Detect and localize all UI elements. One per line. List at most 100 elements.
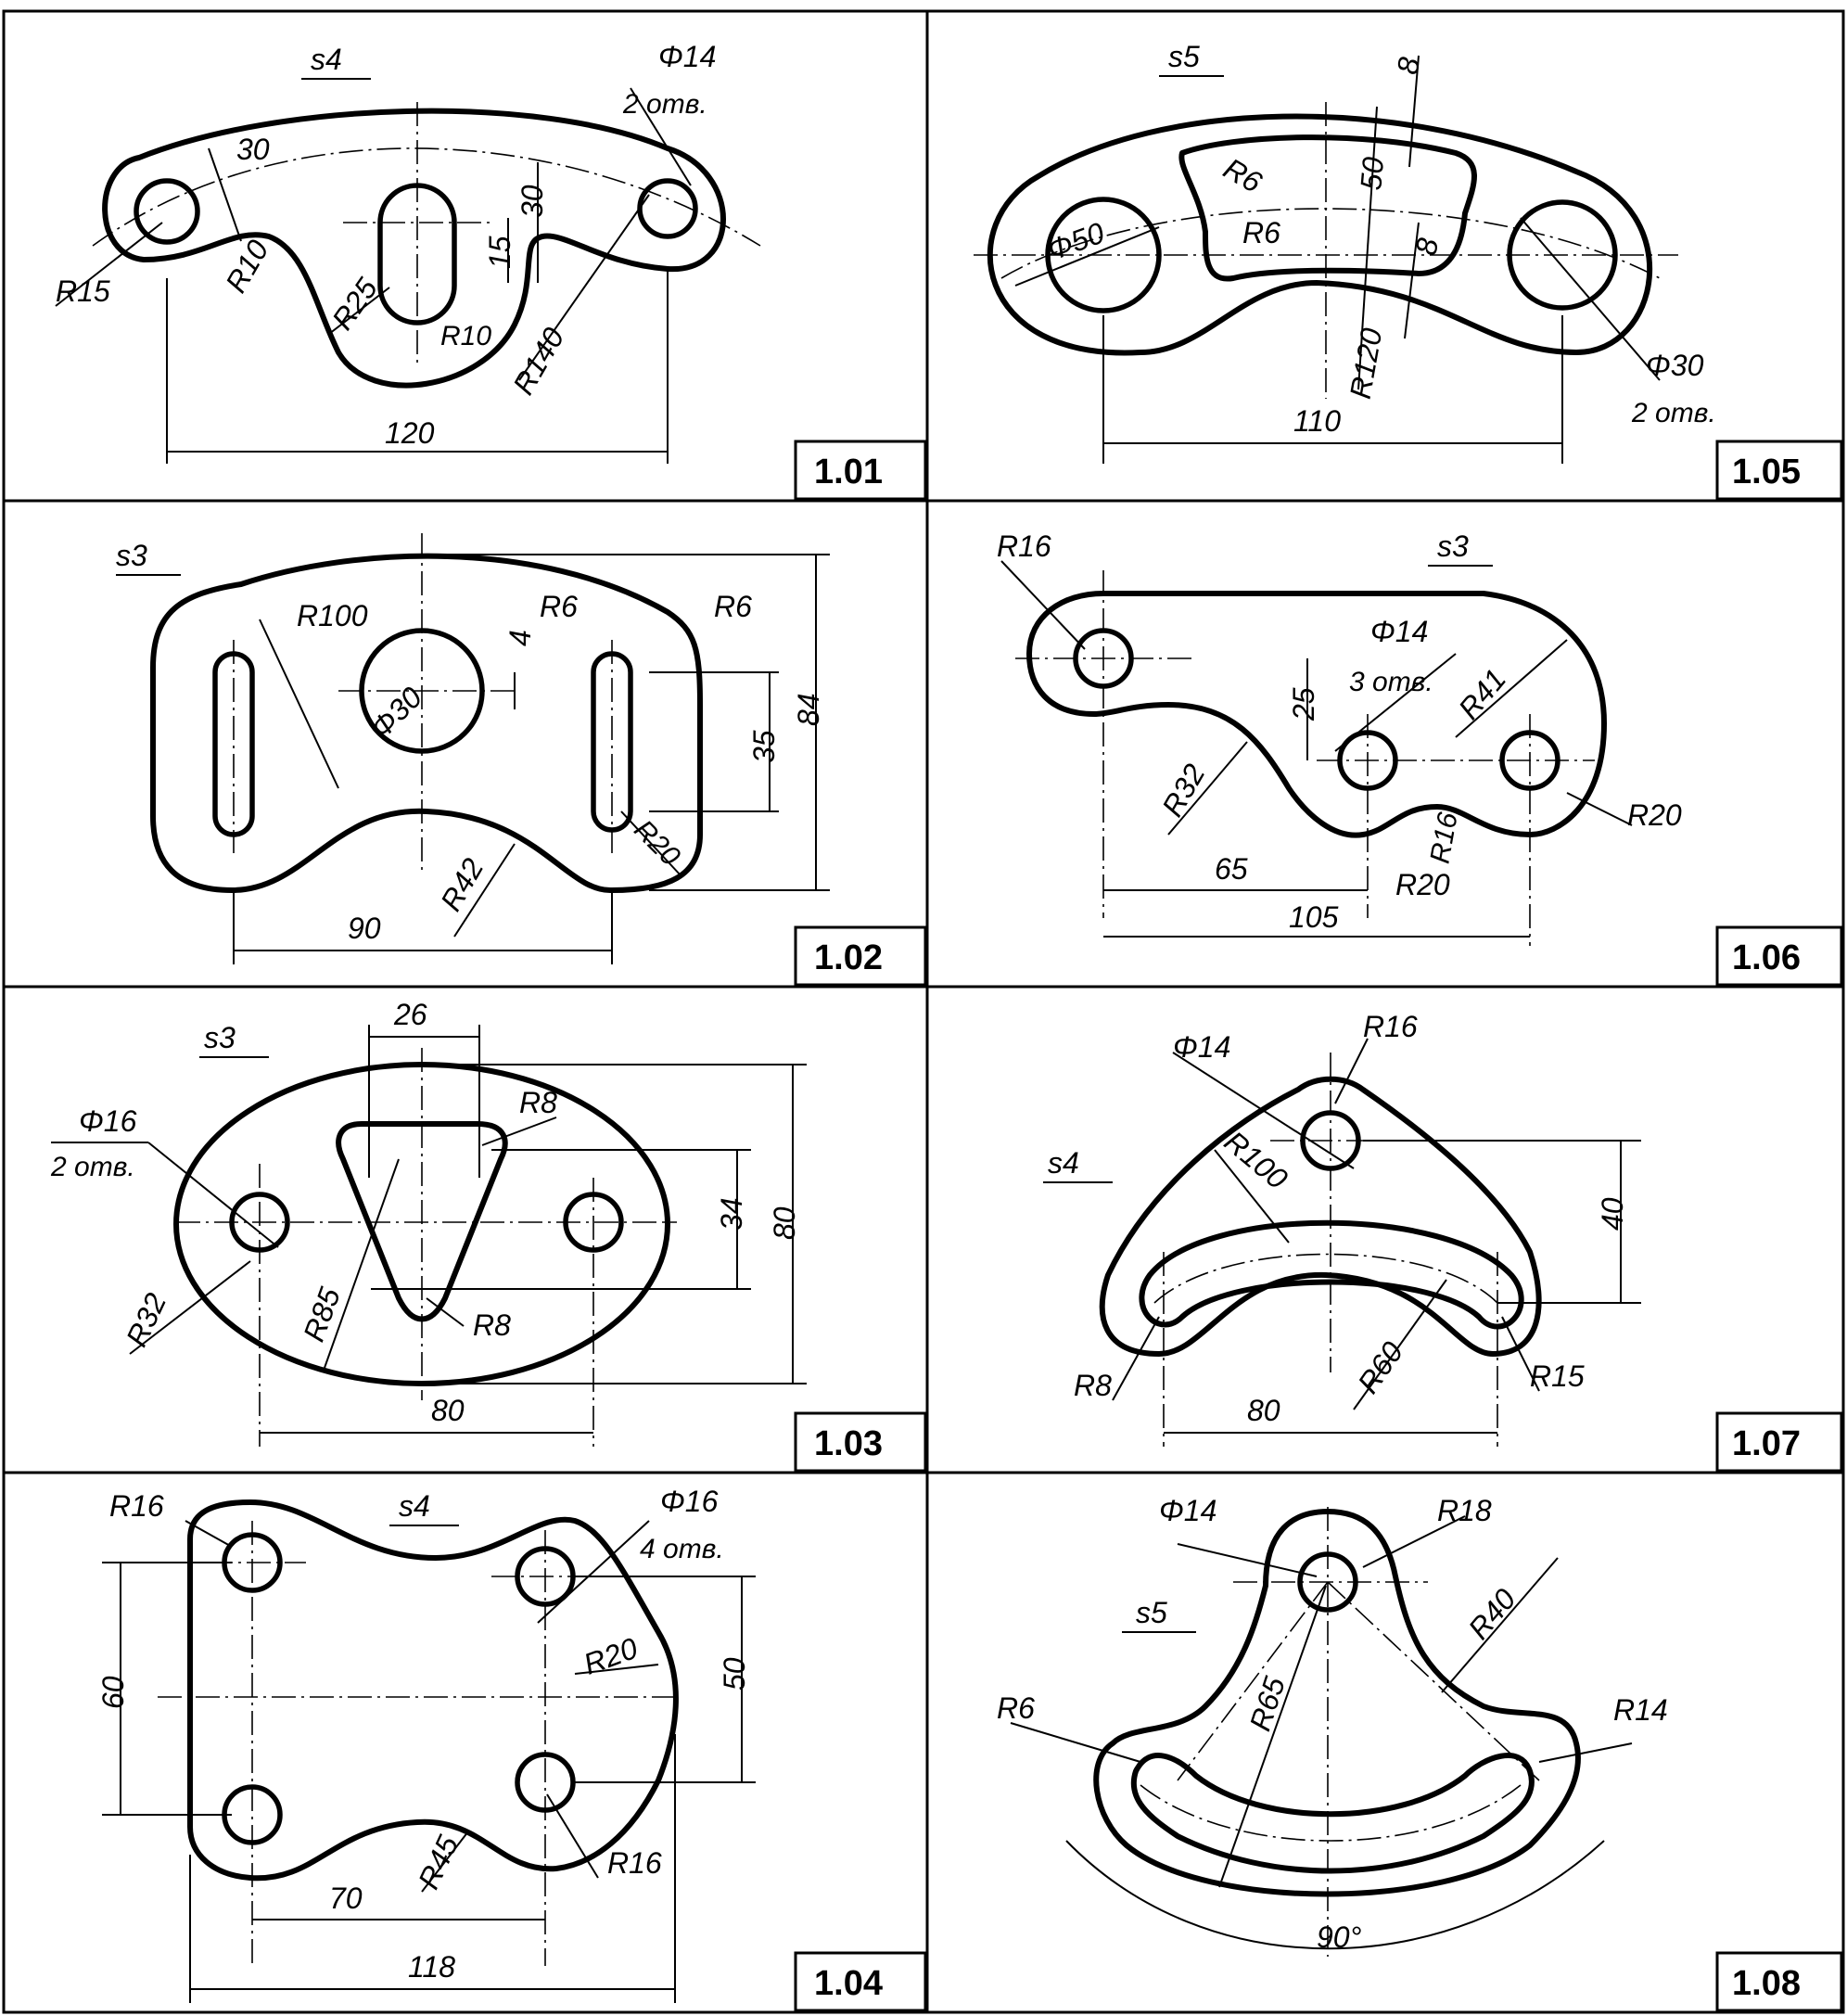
thickness-label: s4: [399, 1489, 430, 1523]
label-30v: 30: [516, 185, 549, 218]
label-70: 70: [329, 1882, 363, 1915]
leader-r65: [1218, 1585, 1327, 1888]
label-65: 65: [1215, 852, 1248, 886]
label-r20a: R20: [1627, 798, 1682, 832]
dim-30-diag: [208, 147, 242, 242]
label-r20: R20: [628, 814, 685, 872]
panel-1-06: s3 R16 Φ14 3 отв. 25 R41 R32 R20 R16 R20…: [997, 530, 1843, 987]
leader-r15: [55, 222, 163, 307]
label-r6: R6: [997, 1691, 1035, 1725]
leader-r40: [1441, 1557, 1559, 1693]
label-r42: R42: [434, 852, 490, 916]
label-phi30: Φ30: [1646, 349, 1704, 382]
label-phi30: Φ30: [363, 681, 428, 746]
leader-phi30: [1520, 217, 1661, 381]
panel-1-01: s4 Φ14 2 отв. R15 30 R10 R25 R10 15 30 R…: [55, 40, 927, 501]
leader-phi14: [630, 87, 692, 186]
dim-50: [1357, 106, 1378, 390]
label-r8: R8: [1074, 1369, 1112, 1402]
leader-r16: [1000, 560, 1086, 650]
label-phi14: Φ14: [1159, 1494, 1216, 1527]
hole-right: [637, 178, 698, 239]
label-25: 25: [1287, 687, 1320, 721]
leader-phi16: [147, 1142, 279, 1248]
panel-number: 1.02: [814, 938, 883, 977]
dim-angle-arc: [1065, 1840, 1605, 1950]
label-hole-count: 2 отв.: [1631, 398, 1716, 428]
leader-r20: [620, 810, 682, 877]
panel-number-box: [794, 1411, 927, 1473]
label-r100: R100: [297, 599, 368, 632]
leader-r14: [1538, 1742, 1633, 1763]
thickness-label: s4: [311, 43, 342, 76]
leader-r25: [328, 287, 390, 335]
part-outline: [1026, 591, 1607, 838]
leader-phi14: [1172, 1052, 1355, 1169]
label-r6a: R6: [1218, 151, 1268, 199]
label-35: 35: [747, 730, 781, 763]
outer-frame: [2, 9, 1845, 2014]
thickness-label: s3: [1437, 530, 1469, 563]
thickness-label: s5: [1168, 40, 1200, 73]
label-30-diag: 30: [236, 133, 270, 166]
panel-1-02: s3 R100 R6 R6 4 Φ30 35 84 R20 R42 90 1.0…: [116, 533, 927, 987]
leader-r60: [1353, 1279, 1447, 1410]
label-r20b: R20: [1395, 868, 1450, 901]
part-outline: [187, 1499, 679, 1882]
label-r6b: R6: [1242, 216, 1280, 249]
label-phi16: Φ16: [79, 1104, 137, 1138]
dim-8b: [1404, 222, 1420, 339]
label-r140: R140: [506, 322, 571, 400]
panel-number-box: [1715, 925, 1843, 987]
label-r25: R25: [325, 272, 384, 336]
label-15: 15: [483, 236, 516, 269]
label-110: 110: [1293, 404, 1341, 438]
label-90: 90: [348, 912, 381, 945]
part-outline: [102, 108, 726, 389]
label-r10a: R10: [219, 234, 275, 298]
label-4: 4: [503, 630, 537, 646]
leader-r18: [1362, 1515, 1466, 1568]
panel-1-04: s4 R16 Φ16 4 отв. R20 60 50 R45 R16 70 1…: [96, 1485, 927, 2012]
label-phi14: Φ14: [1173, 1030, 1230, 1064]
part-outline: [987, 113, 1653, 356]
leader-r140: [518, 194, 650, 381]
leader-r20: [1566, 792, 1633, 826]
label-8b: 8: [1409, 236, 1446, 258]
label-r14: R14: [1613, 1693, 1668, 1727]
label-34: 34: [715, 1197, 748, 1231]
label-60: 60: [96, 1676, 130, 1709]
panel-number: 1.03: [814, 1424, 883, 1463]
dim-phi50: [1014, 226, 1160, 287]
leader-r15: [1501, 1316, 1540, 1392]
panel-number: 1.08: [1732, 1964, 1801, 2003]
label-r16b: R16: [607, 1846, 662, 1880]
part-outline: [1093, 1509, 1581, 1897]
panel-1-03: s3 26 Φ16 2 отв. R8 R8 R32 R85 34 80 80 …: [50, 998, 927, 1473]
label-8a: 8: [1391, 55, 1427, 77]
label-r20: R20: [580, 1631, 643, 1681]
label-118: 118: [408, 1950, 455, 1984]
leader-r32: [1167, 741, 1248, 836]
leader-r16b: [546, 1793, 599, 1879]
label-r8b: R8: [473, 1308, 511, 1342]
label-120: 120: [385, 416, 435, 450]
leader-r8: [1112, 1316, 1160, 1401]
label-r120: R120: [1344, 325, 1389, 402]
leader-r20: [574, 1664, 659, 1675]
label-phi50: Φ50: [1043, 216, 1109, 267]
panel-1-05: s5 8 50 R6 R6 Φ50 8 R120 Φ30 2 отв. 110 …: [974, 40, 1843, 501]
label-r85: R85: [297, 1283, 347, 1346]
label-80: 80: [1247, 1394, 1280, 1427]
label-84: 84: [792, 693, 825, 726]
label-r16a: R16: [997, 530, 1051, 563]
label-r16: R16: [1363, 1010, 1418, 1043]
panel-1-07: s4 Φ14 R16 R100 40 R8 R60 R15 80 1.07: [1043, 1010, 1843, 1473]
label-r32: R32: [1155, 758, 1212, 822]
label-r40: R40: [1461, 1582, 1522, 1645]
panel-number-box: [794, 1951, 927, 2012]
label-phi16: Φ16: [660, 1485, 719, 1518]
label-r41: R41: [1452, 662, 1512, 725]
leader-r100: [1214, 1149, 1290, 1244]
label-r65: R65: [1243, 1673, 1292, 1735]
